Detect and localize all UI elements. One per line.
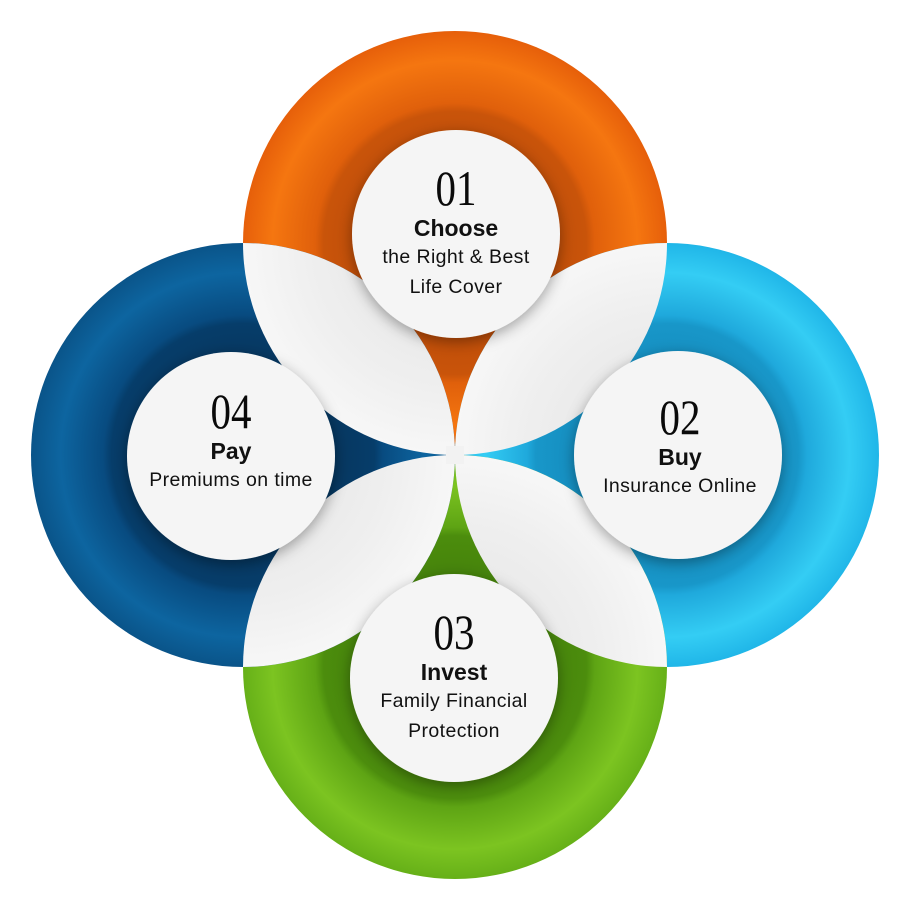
step-circle-01 — [352, 130, 560, 338]
step-description-line: Family Financial — [380, 690, 528, 712]
step-description-line: Protection — [408, 720, 500, 742]
step-number: 01 — [435, 160, 477, 216]
step-circle-03 — [350, 574, 558, 782]
petal-top-right — [455, 243, 667, 455]
step-circle-04 — [127, 352, 335, 560]
step-description-line: Insurance Online — [603, 475, 757, 497]
step-title: Buy — [658, 444, 702, 470]
step-03: 03 Invest Family Financial Protection — [344, 606, 564, 746]
step-title: Invest — [420, 659, 488, 685]
petal-bottom-left — [243, 455, 455, 667]
step-title: Choose — [413, 215, 499, 241]
step-number: 02 — [659, 389, 701, 445]
step-number: 04 — [210, 383, 252, 439]
step-number: 03 — [433, 604, 475, 660]
step-circle-02 — [574, 351, 782, 559]
step-description-line: Premiums on time — [149, 469, 313, 491]
center-square — [446, 446, 464, 464]
step-description-line: Life Cover — [409, 276, 503, 298]
step-description-line: the Right & Best — [382, 246, 530, 268]
step-01: 01 Choose the Right & Best Life Cover — [346, 162, 566, 302]
step-title: Pay — [210, 438, 252, 464]
step-04: 04 Pay Premiums on time — [121, 385, 341, 495]
petal-top-left — [243, 243, 455, 455]
step-02: 02 Buy Insurance Online — [570, 391, 790, 501]
petal-bottom-right — [455, 455, 667, 667]
